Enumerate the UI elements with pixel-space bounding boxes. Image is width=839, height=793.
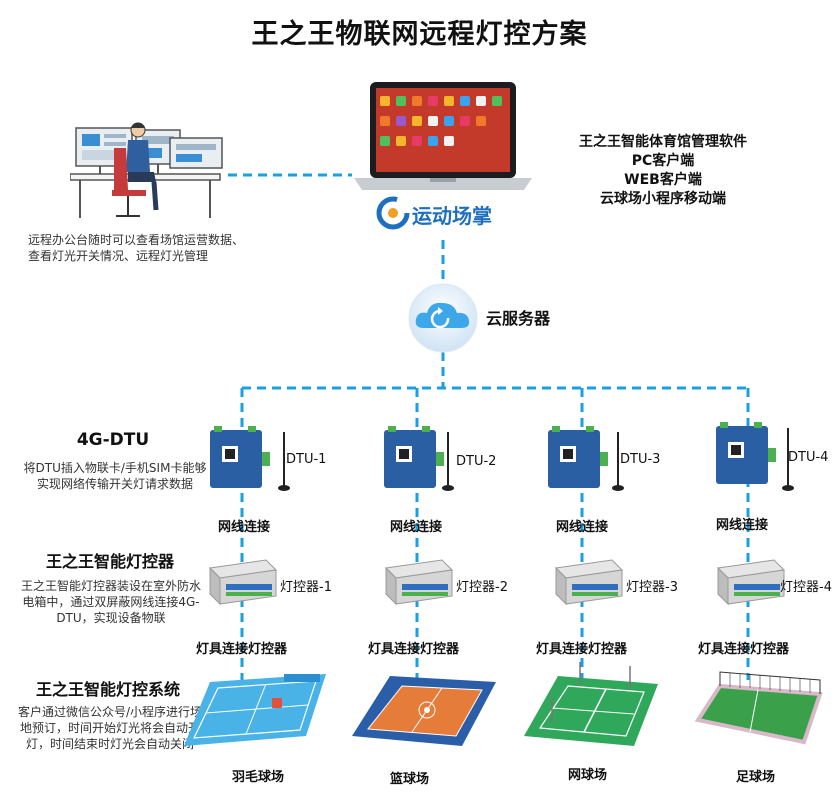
dtu-label: DTU-1 [286,452,327,467]
court-name: 足球场 [736,770,776,785]
controller-desc-line: DTU，实现设备物联 [56,611,166,625]
software-line: PC客户端 [631,153,695,169]
controller-section-title: 王之王智能灯控器 [45,552,174,571]
office-description: 远程办公台随时可以查看场馆运营数据、 查看灯光开关情况、远程灯光管理 [28,232,288,264]
dtu-device-icon [210,426,290,491]
software-line: WEB客户端 [624,172,702,188]
office-desc-line: 远程办公台随时可以查看场馆运营数据、 [28,233,245,247]
net-connection-label: 网线连接 [556,520,609,535]
page-title: 王之王物联网远程灯控方案 [251,19,588,50]
badminton-court-illustration [184,674,326,746]
controller-desc-line: 电箱中，通过双屏蔽网线连接4G- [22,595,200,609]
lamp-connection-label: 灯具连接灯控器 [698,642,790,657]
net-connection-label: 网线连接 [390,520,443,535]
brand-name: 运动场掌 [412,204,492,228]
office-desc-line: 查看灯光开关情况、远程灯光管理 [28,249,209,263]
dtu-section-description: 将DTU插入物联卡/手机SIM卡能够 实现网络传输开关灯请求数据 [5,460,225,492]
dtu-device-icon [716,422,794,491]
controller-section-description: 王之王智能灯控器装设在室外防水 电箱中，通过双屏蔽网线连接4G- DTU，实现设… [2,578,220,626]
software-description: 王之王智能体育馆管理软件 PC客户端 WEB客户端 云球场小程序移动端 [548,133,778,209]
dtu-device-icon [548,426,624,491]
dtu-section-title: 4G-DTU [76,430,150,450]
controller-label: 灯控器-3 [626,580,678,595]
court-name: 网球场 [568,768,608,783]
dtu-device-icon [384,426,454,491]
basketball-court-illustration [352,676,496,746]
dtu-label: DTU-4 [788,450,829,465]
software-line: 王之王智能体育馆管理软件 [579,134,747,150]
net-connection-label: 网线连接 [716,518,769,533]
dtu-label: DTU-3 [620,452,661,467]
brand-logo-icon [376,196,410,230]
controller-desc-line: 王之王智能灯控器装设在室外防水 [20,579,201,593]
court-name: 羽毛球场 [232,770,285,785]
light-controller-icon [554,559,624,606]
laptop-illustration [354,82,532,190]
court-name: 篮球场 [390,772,430,787]
office-illustration [70,122,223,218]
dtu-desc-line: 将DTU插入物联卡/手机SIM卡能够 [23,461,207,475]
controller-label: 灯控器-2 [456,580,508,595]
light-controller-icon [208,559,278,606]
cloud-server-label: 云服务器 [486,309,551,328]
light-controller-icon [384,559,454,606]
system-desc-line: 客户通过微信公众号/小程序进行场 [17,705,203,719]
system-desc-line: 灯，时间结束时灯光会自动关闭 [25,737,194,751]
software-line: 云球场小程序移动端 [600,191,726,207]
cloud-server-icon [408,283,478,353]
lamp-connection-label: 灯具连接灯控器 [536,642,628,657]
system-section-description: 客户通过微信公众号/小程序进行场 地预订，时间开始灯光将会自动开 灯，时间结束时… [0,704,220,752]
controller-label: 灯控器-4 [780,580,832,595]
system-desc-line: 地预订，时间开始灯光将会自动开 [19,721,200,735]
light-controller-icon [716,559,786,606]
net-connection-label: 网线连接 [218,520,271,535]
dtu-desc-line: 实现网络传输开关灯请求数据 [36,477,193,491]
lamp-connection-label: 灯具连接灯控器 [196,642,288,657]
dtu-label: DTU-2 [456,454,497,469]
tennis-court-illustration [524,662,658,746]
system-section-title: 王之王智能灯控系统 [35,680,180,699]
lamp-connection-label: 灯具连接灯控器 [368,642,460,657]
football-court-illustration [694,671,823,745]
controller-label: 灯控器-1 [280,580,332,595]
